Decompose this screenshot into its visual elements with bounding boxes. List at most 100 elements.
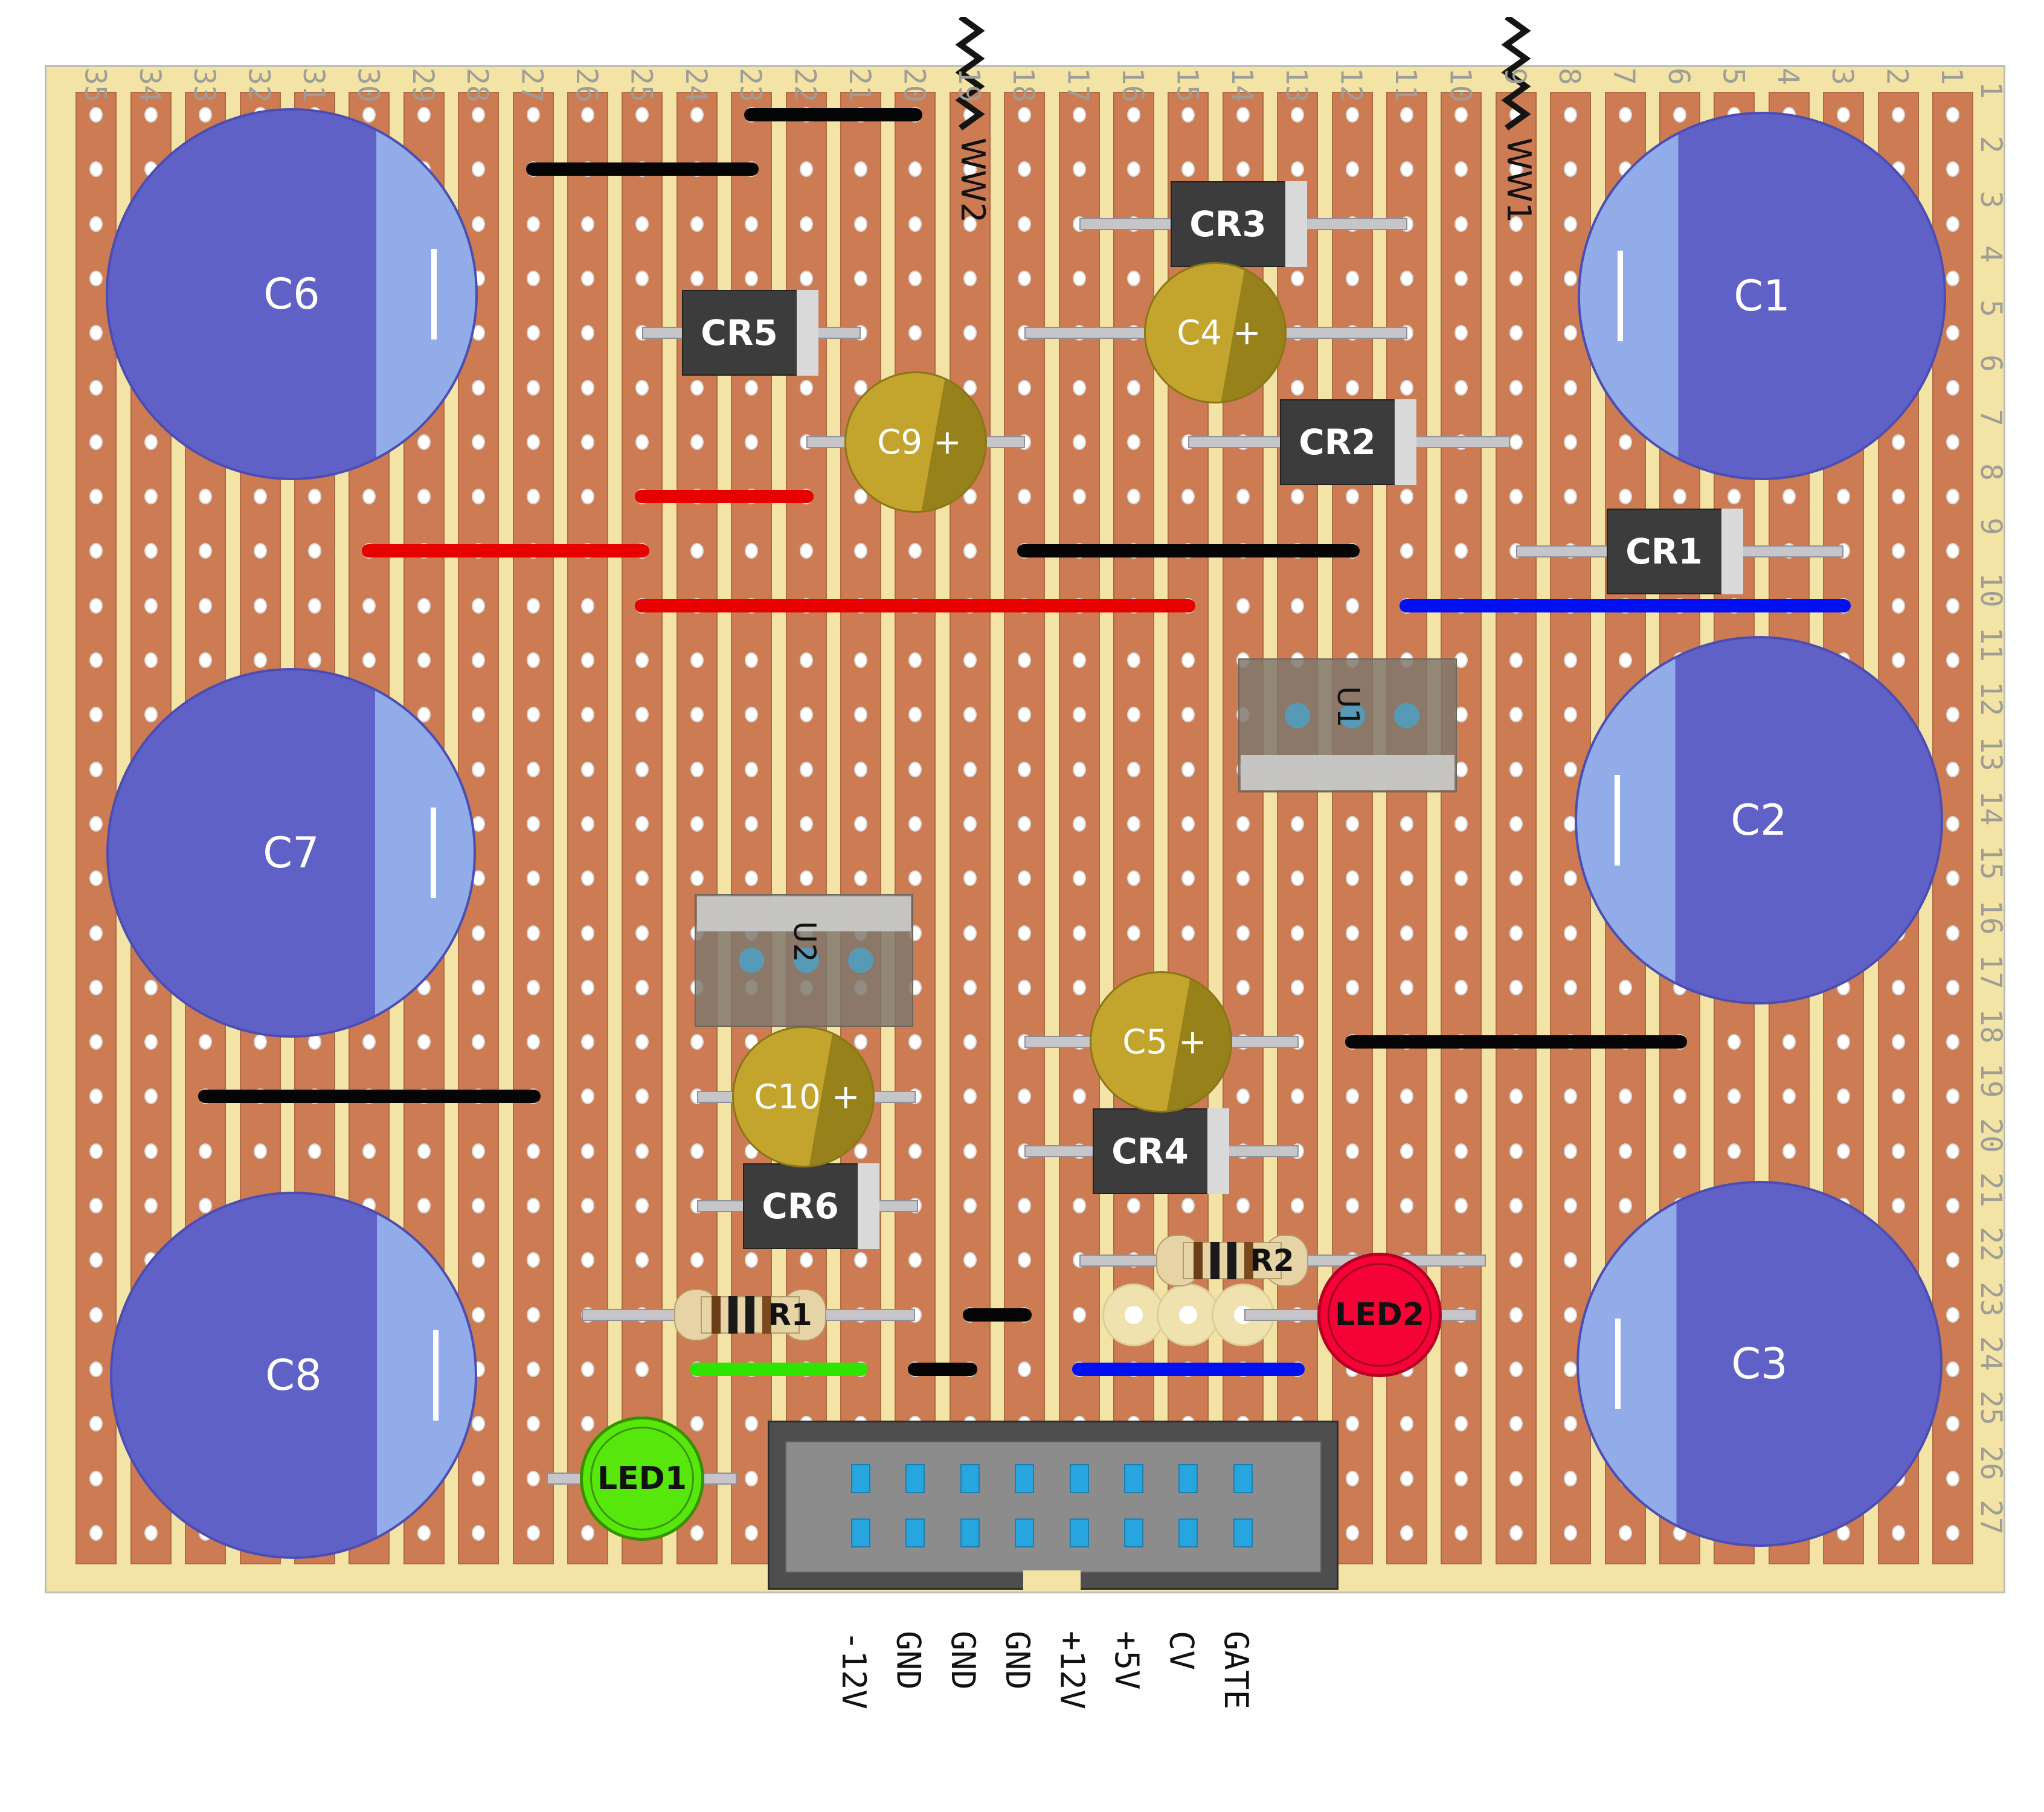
- strip-hole: [417, 107, 431, 123]
- row-number: 27: [1974, 1499, 2008, 1535]
- strip-hole: [1509, 707, 1523, 723]
- strip-hole: [690, 216, 704, 232]
- strip-hole: [1564, 1416, 1578, 1432]
- strip-hole: [199, 107, 213, 123]
- wire-link-black: [1017, 544, 1360, 558]
- strip-hole: [89, 1361, 103, 1377]
- row-number: 16: [1974, 899, 2008, 935]
- column-number: 17: [1061, 68, 1095, 103]
- strip-hole: [144, 1198, 158, 1213]
- connector-pin-label: GND: [943, 1631, 982, 1690]
- strip-hole: [690, 707, 704, 723]
- strip-hole: [89, 1416, 103, 1432]
- strip-hole: [1127, 1198, 1140, 1213]
- strip-hole: [1454, 161, 1468, 178]
- strip-hole: [1127, 107, 1140, 123]
- strip-hole: [1564, 1252, 1578, 1268]
- strip-hole: [690, 652, 704, 668]
- strip-hole: [1345, 379, 1359, 396]
- diode-cathode-band: [797, 290, 818, 376]
- strip-hole: [472, 597, 486, 614]
- strip-hole: [1891, 489, 1905, 505]
- strip-hole: [1618, 107, 1632, 123]
- strip-hole: [1018, 216, 1032, 232]
- strip-hole: [1018, 979, 1032, 995]
- connector-pin-label: GATE: [1216, 1631, 1255, 1710]
- strip-hole: [1236, 925, 1250, 941]
- connector-pin: [1124, 1518, 1143, 1547]
- strip-hole: [89, 1524, 103, 1541]
- strip-hole: [745, 707, 759, 723]
- strip-hole: [1291, 979, 1305, 995]
- strip-hole: [581, 870, 594, 887]
- row-number: 20: [1974, 1117, 2008, 1153]
- wire-link-black: [744, 108, 923, 121]
- strip-hole: [1509, 1361, 1523, 1377]
- strip-hole: [1509, 1088, 1523, 1105]
- strip-hole: [472, 1306, 486, 1323]
- diode-cathode-band: [858, 1163, 879, 1249]
- strip-hole: [1181, 489, 1195, 505]
- strip-hole: [1837, 1034, 1851, 1050]
- strip-hole: [1946, 1470, 1959, 1486]
- strip-hole: [1618, 1088, 1632, 1105]
- column-number: 5: [1716, 68, 1750, 85]
- strip-hole: [1018, 1252, 1032, 1268]
- strip-hole: [581, 489, 594, 505]
- strip-hole: [1236, 870, 1250, 887]
- strip-hole: [963, 543, 977, 559]
- strip-hole: [1946, 761, 1959, 777]
- ic-pin-dot: [848, 948, 873, 973]
- strip-hole: [526, 1252, 540, 1268]
- strip-hole: [581, 979, 594, 995]
- strip-hole: [526, 597, 540, 614]
- strip-hole: [1236, 161, 1250, 178]
- strip-hole: [1400, 1470, 1413, 1486]
- strip-hole: [854, 761, 867, 777]
- strip-hole: [581, 1143, 594, 1159]
- strip-hole: [1400, 1143, 1413, 1159]
- strip-hole: [199, 597, 213, 614]
- strip-hole: [472, 1034, 486, 1050]
- strip-hole: [581, 761, 594, 777]
- strip-hole: [1564, 379, 1578, 396]
- strip-hole: [89, 652, 103, 668]
- strip-hole: [526, 925, 540, 941]
- strip-hole: [963, 379, 977, 396]
- strip-hole: [1509, 161, 1523, 178]
- strip-hole: [635, 815, 649, 832]
- column-number: 1: [1935, 68, 1968, 85]
- strip-hole: [1564, 107, 1578, 123]
- strip-hole: [963, 161, 977, 178]
- capacitor-small-body: [1144, 262, 1287, 403]
- strip-hole: [908, 325, 922, 341]
- strip-hole: [1345, 1470, 1359, 1486]
- strip-hole: [417, 1034, 431, 1050]
- strip-hole: [635, 1143, 649, 1159]
- strip-hole: [1564, 1088, 1578, 1105]
- strip-hole: [908, 543, 922, 559]
- strip-hole: [1400, 1524, 1413, 1541]
- strip-hole: [1564, 1306, 1578, 1323]
- strip-hole: [144, 1524, 158, 1541]
- strip-hole: [1400, 1416, 1413, 1432]
- strip-hole: [635, 761, 649, 777]
- strip-hole: [526, 870, 540, 887]
- strip-hole: [963, 270, 977, 286]
- strip-hole: [1400, 925, 1413, 941]
- diode-cathode-band: [1207, 1108, 1229, 1194]
- strip-hole: [1564, 434, 1578, 450]
- strip-hole: [1181, 761, 1195, 777]
- strip-hole: [253, 489, 267, 505]
- strip-hole: [1400, 979, 1413, 995]
- strip-hole: [1018, 925, 1032, 941]
- strip-hole: [1509, 652, 1523, 668]
- strip-hole: [1072, 1198, 1086, 1213]
- strip-hole: [1018, 107, 1032, 123]
- strip-hole: [1181, 925, 1195, 941]
- strip-hole: [1564, 1470, 1578, 1486]
- strip-hole: [1564, 216, 1578, 232]
- strip-hole: [963, 652, 977, 668]
- strip-hole: [690, 1034, 704, 1050]
- strip-hole: [581, 1361, 594, 1377]
